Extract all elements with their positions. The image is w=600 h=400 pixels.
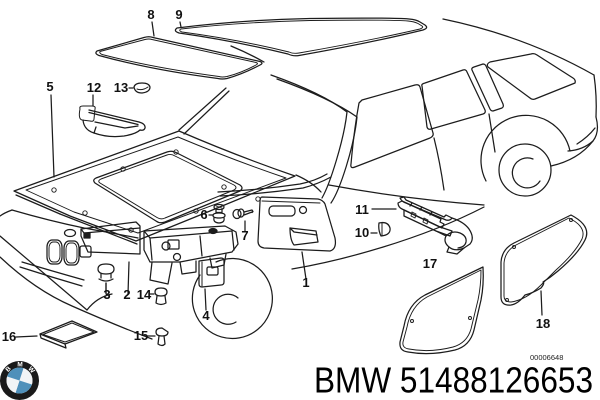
svg-text:12: 12 — [87, 80, 101, 95]
svg-text:7: 7 — [241, 228, 248, 243]
svg-text:M: M — [17, 361, 23, 368]
svg-text:13: 13 — [114, 80, 128, 95]
svg-text:W: W — [26, 366, 36, 376]
svg-text:10: 10 — [355, 225, 369, 240]
svg-text:3: 3 — [103, 287, 110, 302]
svg-text:9: 9 — [175, 7, 182, 22]
svg-text:B: B — [4, 365, 12, 373]
svg-text:16: 16 — [2, 329, 16, 344]
svg-text:15: 15 — [134, 328, 148, 343]
svg-text:5: 5 — [46, 79, 53, 94]
svg-text:1: 1 — [302, 275, 309, 290]
svg-text:18: 18 — [536, 316, 550, 331]
svg-text:2: 2 — [123, 287, 130, 302]
svg-text:11: 11 — [355, 202, 369, 217]
svg-text:17: 17 — [423, 256, 437, 271]
svg-text:00006648: 00006648 — [530, 353, 563, 362]
svg-text:4: 4 — [202, 308, 210, 323]
svg-text:8: 8 — [147, 7, 154, 22]
svg-text:BMW 51488126653: BMW 51488126653 — [314, 360, 593, 400]
svg-text:6: 6 — [200, 207, 207, 222]
svg-text:14: 14 — [137, 287, 152, 302]
